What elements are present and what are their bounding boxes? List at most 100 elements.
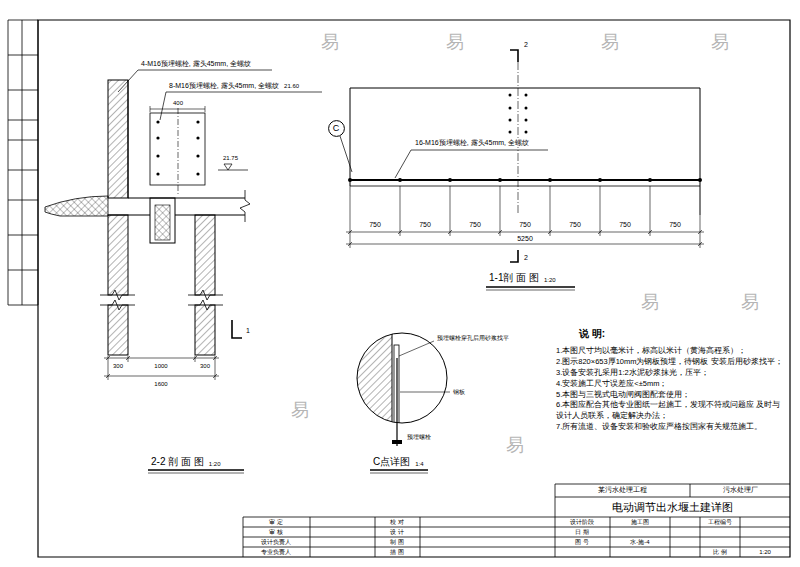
note-item: 1.本图尺寸均以毫米计，标高以米计（黄海高程系）；: [556, 346, 784, 357]
watermark: 易: [640, 292, 660, 313]
dimension: 1600: [153, 381, 168, 388]
note-item: 4.安装施工尺寸误差应<±5mm；: [556, 379, 784, 390]
section-1-1: [340, 50, 704, 290]
title-underline: [486, 290, 575, 291]
watermark: 易: [505, 435, 525, 456]
ground-fill: [45, 196, 108, 216]
dimension: 750: [368, 221, 382, 229]
wall-section: [195, 305, 215, 355]
title-block-cell: 设计负责人: [260, 539, 292, 546]
scale: 1:20: [208, 461, 222, 468]
dimension-line: [346, 186, 704, 248]
circle-outline: [328, 120, 344, 136]
watermark: 易: [445, 32, 465, 53]
dimension: 750: [668, 221, 682, 229]
title-block-cell: 水-施-4: [629, 539, 650, 546]
dimension: 750: [418, 221, 432, 229]
bolt-note: 4-M16预埋螺栓, 露头45mm, 全螺纹: [140, 60, 252, 68]
sheet-frame: [38, 20, 790, 557]
dimension-line: [150, 106, 205, 112]
note-item: 7.所有流道、设备安装和验收应严格按国家有关规范施工。: [556, 422, 784, 433]
bolt-dots: [156, 120, 199, 175]
title-block-cell: 设 计: [389, 529, 405, 536]
section-mark: [232, 320, 242, 338]
bolt-nut: [392, 440, 402, 444]
wall-section: [108, 80, 128, 198]
break-line: [100, 190, 250, 310]
watermark: 易: [320, 32, 340, 53]
notes-heading: 说 明:: [578, 328, 606, 340]
section-mark: [510, 50, 518, 262]
title-block-cell: 图 号: [574, 539, 590, 546]
title-block-cell: 工程编号: [707, 519, 733, 526]
title-block-cell: 施工图: [630, 519, 650, 526]
title-block-cell: 专业负责人: [260, 549, 292, 556]
wall-face: [392, 333, 393, 423]
section-mark: 1: [245, 327, 251, 335]
leader-line: [340, 136, 548, 178]
bolt-note: 16-M16预埋螺栓, 露头45mm, 全螺纹: [414, 139, 530, 147]
dimension: 750: [568, 221, 582, 229]
binding-strip: [8, 20, 38, 305]
slab-outline: [108, 80, 245, 215]
title-block-cell: 某污水处理工程: [597, 486, 648, 494]
title-block-cell: 描 图: [389, 549, 405, 556]
title-underline: [370, 473, 428, 474]
gate-slot: [150, 198, 175, 243]
title-block-cell: 设计阶段: [569, 519, 595, 526]
title-block-cell: 校 对: [389, 519, 405, 526]
dimension: 750: [518, 221, 532, 229]
wall-section: [357, 333, 392, 423]
center-line: [178, 108, 179, 196]
dimension: 750: [618, 221, 632, 229]
title-underline: [148, 473, 244, 474]
watermark: 易: [710, 32, 730, 53]
elevation-mark: [218, 164, 248, 170]
title-block-cell: 日 期: [574, 529, 590, 536]
part-label: 钢板: [452, 389, 466, 396]
title-block-cell: 审 定: [268, 519, 284, 526]
wall-section: [108, 305, 128, 355]
wall-section: [195, 215, 215, 295]
title-underline: [486, 286, 575, 288]
detail-circle: [357, 333, 447, 423]
elevation: 21.60: [283, 83, 300, 90]
watermark: 易: [290, 400, 310, 421]
anchor-bolt: [396, 358, 397, 446]
title-underline: [148, 469, 244, 471]
elevation: 21.75: [222, 155, 239, 162]
gate-slot-fill: [155, 205, 170, 240]
title-block-cell: 污水处理厂: [722, 486, 759, 494]
detail-interior: [357, 333, 399, 425]
callout-circle: C: [328, 120, 345, 137]
title-block-grid: [243, 484, 790, 557]
weir-crest: [350, 179, 700, 181]
note-item: 3.设备安装孔采用1:2水泥砂浆抹光，压平；: [556, 368, 784, 379]
callout-letter: C: [333, 123, 340, 133]
weir-outline: [350, 88, 700, 215]
title-block-cell: 审 核: [268, 529, 284, 536]
dimension: 300: [112, 363, 124, 370]
note-item: 2.图示820×653厚10mm为钢板预埋，待钢板 安装后用砂浆找平；: [556, 357, 784, 368]
note-item: 6.本图应配合其他专业图纸一起施工，发现不符或问题应 及时与设计人员联系，确定解…: [556, 400, 784, 422]
notes-block: 1.本图尺寸均以毫米计，标高以米计（黄海高程系）；2.图示820×653厚10m…: [556, 346, 784, 433]
leader-line: [118, 70, 322, 120]
section-2-2: [45, 70, 322, 473]
leader-line: [399, 341, 450, 392]
title-block-cell: 比 例: [712, 549, 728, 556]
title-underline: [370, 469, 428, 471]
bolt-note: 8-M16预埋螺栓, 露头45mm, 全螺纹: [168, 82, 280, 90]
section-mark: 2: [523, 41, 529, 49]
dimension: 750: [468, 221, 482, 229]
view-title: 1-1剖 面 图: [488, 272, 540, 284]
dimension: 5250: [516, 235, 534, 243]
dimension-line: [104, 356, 219, 380]
view-title: C点详图: [372, 456, 411, 468]
watermark: 易: [740, 292, 760, 313]
view-title: 2-2 剖 面 图: [150, 456, 205, 468]
part-label: 预埋螺栓: [406, 434, 432, 441]
bolt-dots: [348, 94, 702, 183]
